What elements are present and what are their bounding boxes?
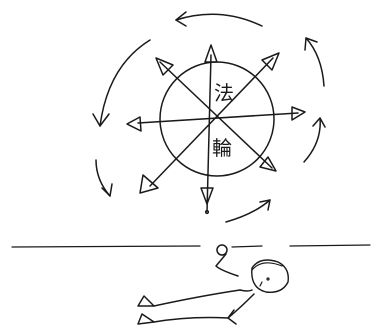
rotation-arrow-bottom — [226, 200, 270, 222]
reclining-figure — [138, 245, 288, 324]
rotation-arrow-right-lower-head — [313, 118, 325, 127]
arrowhead-lower-left — [140, 175, 158, 193]
figure-raised-arm — [216, 254, 238, 276]
rotation-arrow-right-upper — [306, 38, 324, 86]
figure-shoulder — [240, 290, 252, 291]
figure-hand — [217, 245, 227, 255]
wheel-lower-label: 輪 — [212, 136, 232, 160]
rotation-arrow-top — [176, 14, 262, 26]
figure-body-bottom — [154, 294, 254, 322]
ground-line — [12, 245, 370, 247]
rotation-arrow-right-lower — [304, 118, 320, 162]
figure-foot-lower — [138, 314, 154, 324]
arrowhead-left — [127, 117, 141, 131]
spoke-diagonal-b — [150, 58, 273, 186]
rotation-arrow-upper-left — [100, 40, 150, 126]
wheel-upper-label: 法 — [214, 81, 234, 105]
figure-body-top — [154, 290, 240, 306]
figure-foot-upper — [138, 296, 154, 306]
wheel: 法 輪 — [127, 45, 305, 214]
rotation-arrow-left — [96, 160, 110, 196]
